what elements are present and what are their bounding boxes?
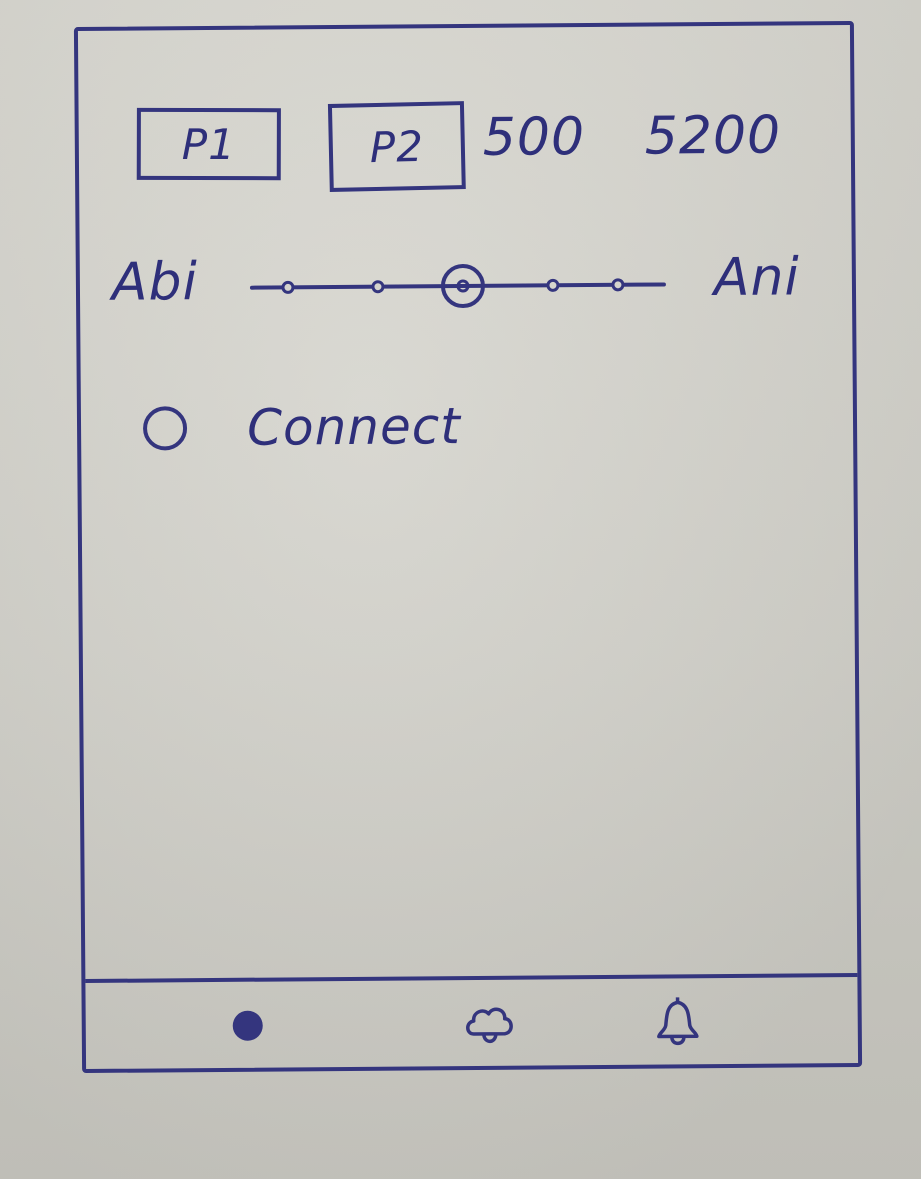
- player-2-tab[interactable]: P2: [327, 101, 466, 193]
- player-2-score: 5200: [644, 105, 782, 167]
- slider-stop[interactable]: [611, 278, 625, 292]
- connect-option[interactable]: Connect: [142, 396, 462, 458]
- nav-cloud-button[interactable]: [460, 994, 520, 1054]
- slider-stops: [281, 264, 625, 309]
- connect-label: Connect: [246, 397, 462, 457]
- connect-radio[interactable]: [142, 406, 188, 451]
- slider-thumb-center: [456, 279, 470, 293]
- bell-icon: [657, 997, 699, 1046]
- bottom-nav: [85, 972, 859, 1070]
- slider-right-name: Ani: [713, 247, 801, 309]
- cloud-icon: [466, 1007, 513, 1044]
- phone-frame: P1 P2 500 5200 Abi Ani Connect: [73, 20, 863, 1074]
- nav-notifications-button[interactable]: [648, 992, 708, 1052]
- player-2-label: P2: [369, 121, 425, 172]
- player-slider[interactable]: [248, 254, 668, 317]
- player-1-tab[interactable]: P1: [136, 107, 281, 181]
- slider-stop[interactable]: [546, 278, 560, 292]
- slider-thumb[interactable]: [440, 264, 485, 309]
- player-1-label: P1: [181, 119, 236, 169]
- filled-dot-icon: [232, 1010, 263, 1041]
- slider-left-name: Abi: [111, 252, 199, 313]
- nav-home-button[interactable]: [218, 996, 278, 1056]
- player-1-score: 500: [482, 107, 586, 168]
- slider-stop[interactable]: [281, 280, 295, 294]
- slider-stop[interactable]: [371, 280, 385, 294]
